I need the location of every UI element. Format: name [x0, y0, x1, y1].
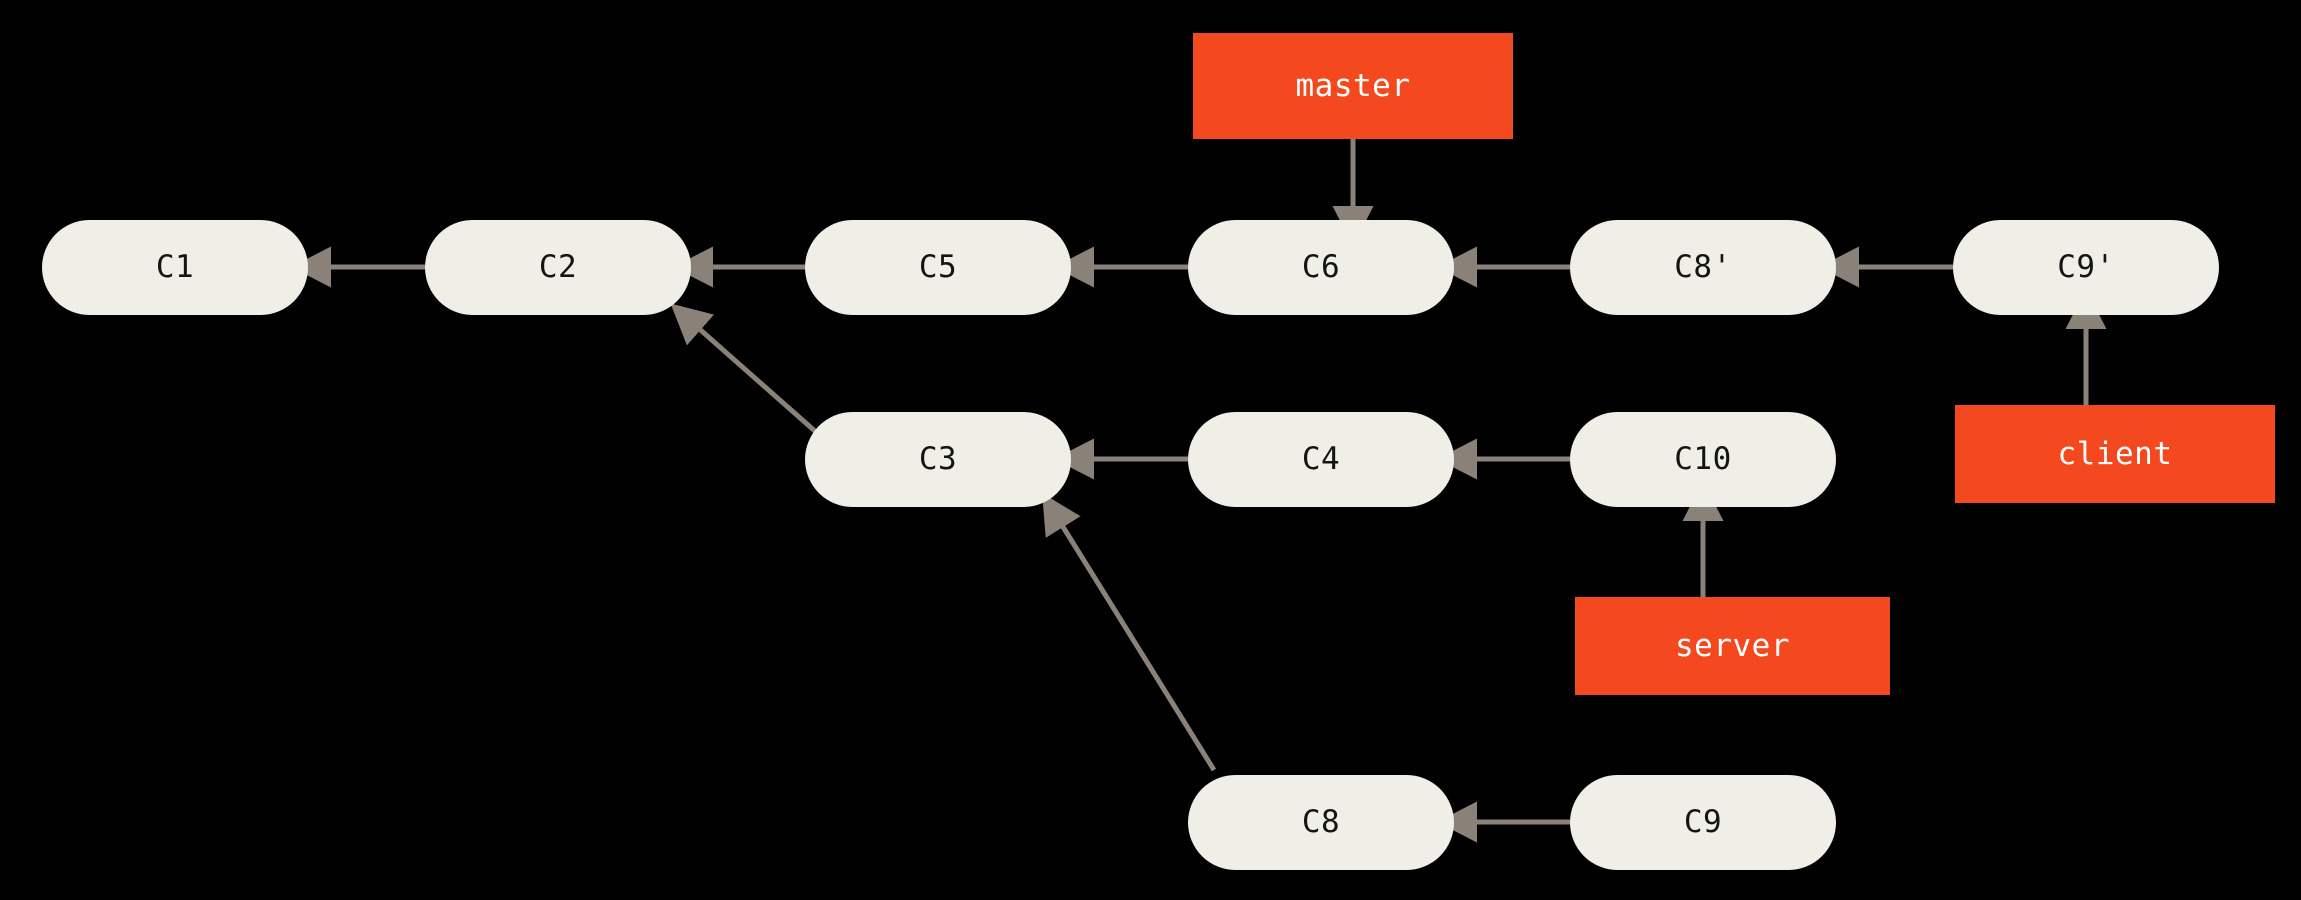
branch-label-server[interactable]: server — [1575, 597, 1890, 695]
commit-node-c3[interactable]: C3 — [805, 412, 1071, 507]
branch-label-text: server — [1675, 627, 1790, 664]
commit-label: C8' — [1674, 249, 1732, 285]
commit-node-c2[interactable]: C2 — [425, 220, 691, 315]
commit-node-c4[interactable]: C4 — [1188, 412, 1454, 507]
commit-node-c9[interactable]: C9 — [1570, 775, 1836, 870]
branch-label-text: client — [2057, 435, 2173, 472]
edge-c8-to-c3 — [1042, 493, 1217, 772]
branch-label-client[interactable]: client — [1955, 405, 2275, 503]
commit-label: C9' — [2057, 249, 2115, 285]
branch-label-text: master — [1295, 67, 1411, 104]
edge-c3-to-c2 — [670, 303, 818, 434]
commit-label: C3 — [918, 441, 958, 477]
commit-node-c8-prime[interactable]: C8' — [1570, 220, 1836, 315]
commit-node-c5[interactable]: C5 — [805, 220, 1071, 315]
commit-label: C9 — [1683, 804, 1723, 840]
commit-label: C1 — [155, 249, 195, 285]
commit-label: C6 — [1301, 249, 1341, 285]
commit-label: C10 — [1674, 441, 1732, 477]
commit-node-c1[interactable]: C1 — [42, 220, 308, 315]
commit-label: C5 — [918, 249, 958, 285]
commit-node-c6[interactable]: C6 — [1188, 220, 1454, 315]
commit-label: C2 — [538, 249, 578, 285]
commit-label: C8 — [1301, 804, 1341, 840]
commit-node-c8[interactable]: C8 — [1188, 775, 1454, 870]
commit-label: C4 — [1301, 441, 1341, 477]
branch-label-master[interactable]: master — [1193, 33, 1513, 139]
commit-node-c9-prime[interactable]: C9' — [1953, 220, 2219, 315]
commit-node-c10[interactable]: C10 — [1570, 412, 1836, 507]
